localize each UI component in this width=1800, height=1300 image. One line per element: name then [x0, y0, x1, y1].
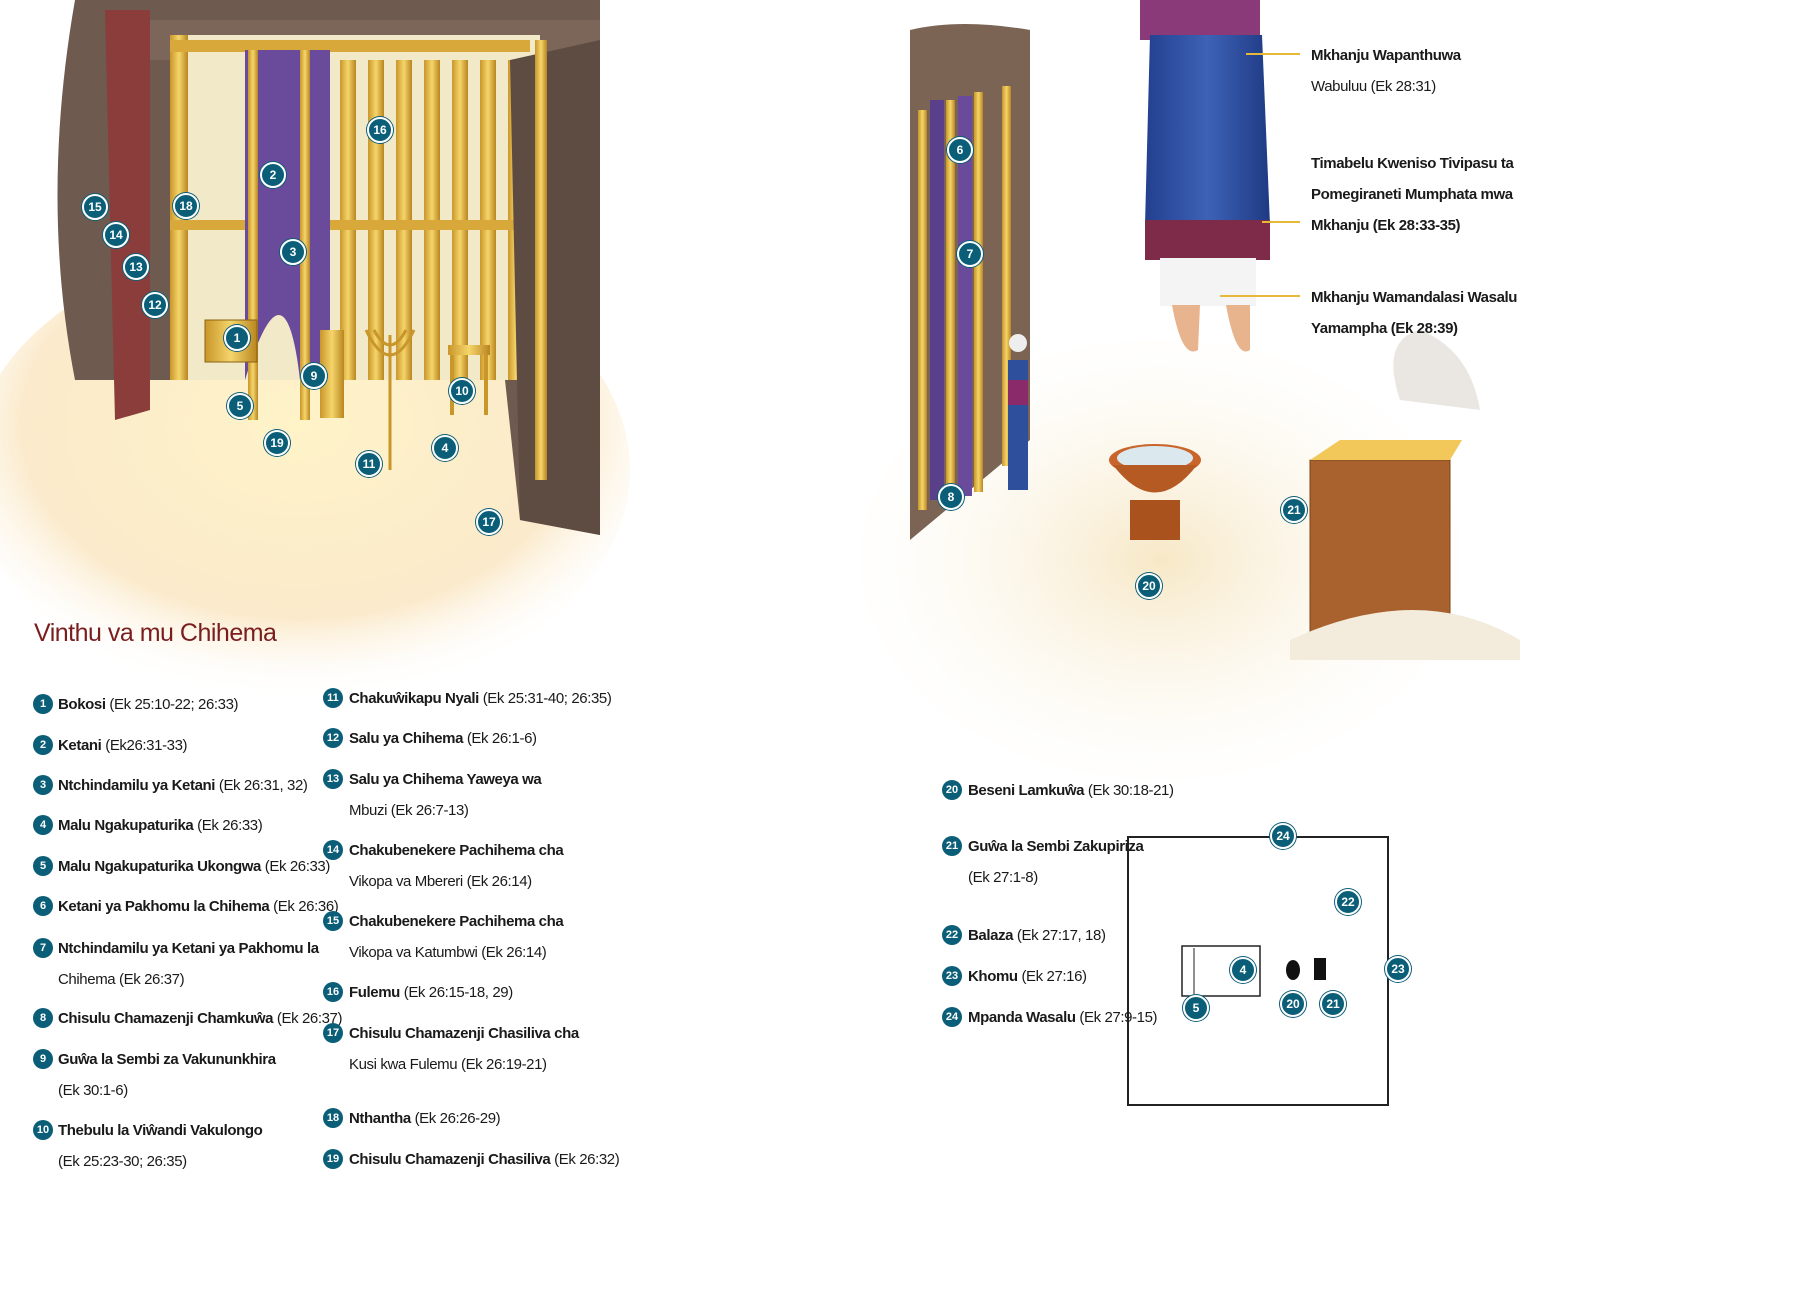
legend-item: Ketani ya Pakhomu la Chihema (Ek 26:36) — [58, 898, 339, 915]
legend-badge: 3 — [33, 775, 53, 795]
burnt-offering-altar — [1309, 459, 1451, 636]
badge-17: 17 — [476, 509, 502, 535]
legend-badge: 18 — [323, 1108, 343, 1128]
badge-2: 2 — [260, 162, 286, 188]
legend-heading: Vinthu va mu Chihema — [34, 619, 277, 647]
table — [448, 345, 490, 355]
badge-8: 8 — [938, 484, 964, 510]
legend-item: Khomu (Ek 27:16) — [968, 968, 1087, 985]
badge-21: 21 — [1281, 497, 1307, 523]
legend-badge: 6 — [33, 896, 53, 916]
legend-badge: 23 — [942, 966, 962, 986]
badge-16: 16 — [367, 117, 393, 143]
legend-badge: 9 — [33, 1049, 53, 1069]
legend-badge: 12 — [323, 728, 343, 748]
badge-7: 7 — [957, 241, 983, 267]
legend-badge: 15 — [323, 911, 343, 931]
legend-badge: 8 — [33, 1008, 53, 1028]
legend-badge: 11 — [323, 688, 343, 708]
legend-badge: 2 — [33, 735, 53, 755]
legend-item: Mpanda Wasalu (Ek 27:9-15) — [968, 1009, 1158, 1026]
frames — [170, 35, 540, 380]
legend-item: Guŵa la Sembi za Vakununkhira(Ek 30:1-6) — [58, 1051, 276, 1099]
badge-9: 9 — [301, 363, 327, 389]
legend-item: Ntchindamilu ya Ketani (Ek 26:31, 32) — [58, 777, 308, 794]
plan-badge-21: 21 — [1320, 991, 1346, 1017]
small-priest — [1008, 360, 1028, 490]
priest-robe-upper — [1140, 0, 1260, 40]
badge-4: 4 — [432, 435, 458, 461]
badge-1: 1 — [224, 325, 250, 351]
lampstand — [364, 329, 416, 470]
legend-item: Malu Ngakupaturika (Ek 26:33) — [58, 817, 263, 834]
legend-item: Salu ya Chihema (Ek 26:1-6) — [349, 730, 537, 747]
badge-18: 18 — [173, 193, 199, 219]
legend-badge: 22 — [942, 925, 962, 945]
legend-badge: 21 — [942, 836, 962, 856]
priest-robe — [1145, 35, 1270, 225]
badge-19: 19 — [264, 430, 290, 456]
entrance-pillars — [918, 86, 1011, 510]
legend-badge: 19 — [323, 1149, 343, 1169]
legend-badge: 4 — [33, 815, 53, 835]
altar-smoke — [1393, 330, 1480, 410]
legend-item: Chisulu Chamazenji Chamkuŵa (Ek 26:37) — [58, 1010, 343, 1027]
plan-badge-20: 20 — [1280, 991, 1306, 1017]
legend-item: Guŵa la Sembi Zakupiriza(Ek 27:1-8) — [968, 838, 1144, 886]
legend-badge: 10 — [33, 1120, 53, 1140]
legend-item: Balaza (Ek 27:17, 18) — [968, 927, 1106, 944]
legend-badge: 16 — [323, 982, 343, 1002]
legend-badge: 14 — [323, 840, 343, 860]
legend-item: Malu Ngakupaturika Ukongwa (Ek 26:33) — [58, 858, 330, 875]
courtyard-plan — [1127, 836, 1389, 1106]
callout-lines — [1220, 53, 1300, 297]
plan-badge-22: 22 — [1335, 889, 1361, 915]
plan-badge-4: 4 — [1230, 957, 1256, 983]
legend-item: Nthantha (Ek 26:26-29) — [349, 1110, 501, 1127]
badge-5: 5 — [227, 393, 253, 419]
legend-badge: 7 — [33, 938, 53, 958]
plan-badge-23: 23 — [1385, 956, 1411, 982]
legend-item: Beseni Lamkuŵa (Ek 30:18-21) — [968, 782, 1174, 799]
legend-badge: 1 — [33, 694, 53, 714]
legend-badge: 20 — [942, 780, 962, 800]
legend-item: Thebulu la Viŵandi Vakulongo(Ek 25:23-30… — [58, 1122, 263, 1170]
badge-14: 14 — [103, 222, 129, 248]
badge-6: 6 — [947, 137, 973, 163]
badge-13: 13 — [123, 254, 149, 280]
legend-badge: 5 — [33, 856, 53, 876]
plan-badge-5: 5 — [1183, 995, 1209, 1021]
legend-item: Fulemu (Ek 26:15-18, 29) — [349, 984, 513, 1001]
legend-item: Bokosi (Ek 25:10-22; 26:33) — [58, 696, 239, 713]
badge-10: 10 — [449, 378, 475, 404]
badge-15: 15 — [82, 194, 108, 220]
badge-12: 12 — [142, 292, 168, 318]
legend-badge: 24 — [942, 1007, 962, 1027]
plan-badge-24: 24 — [1270, 823, 1296, 849]
legend-item: Chisulu Chamazenji Chasiliva (Ek 26:32) — [349, 1151, 620, 1168]
badge-11: 11 — [356, 451, 382, 477]
legend-item: Chakuŵikapu Nyali (Ek 25:31-40; 26:35) — [349, 690, 612, 707]
badge-20: 20 — [1136, 573, 1162, 599]
legend-badge: 13 — [323, 769, 343, 789]
badge-3: 3 — [280, 239, 306, 265]
legend-badge: 17 — [323, 1023, 343, 1043]
legend-item: Ketani (Ek26:31-33) — [58, 737, 188, 754]
